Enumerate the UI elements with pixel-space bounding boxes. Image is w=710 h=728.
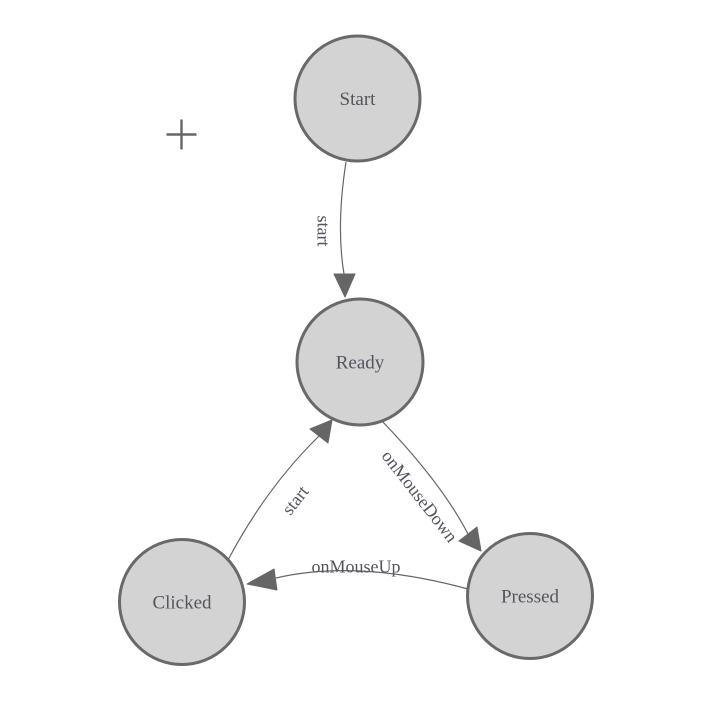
state-circle-start[interactable] <box>293 34 422 163</box>
arrowhead-into-pressed-top-left <box>458 526 482 552</box>
state-label-start: Start <box>340 89 377 110</box>
transition-clicked-to-ready: start <box>227 419 333 561</box>
transition-pressed-to-clicked-line[interactable] <box>275 570 469 590</box>
state-node-clicked[interactable]: Clicked <box>118 538 246 666</box>
transition-start-to-ready: start <box>314 161 356 298</box>
state-node-pressed[interactable]: Pressed <box>466 532 594 660</box>
transition-ready-to-pressed: onMouseDown <box>378 419 482 552</box>
transition-label-start-2: start <box>278 482 313 519</box>
transition-label-onmousedown: onMouseDown <box>378 446 462 546</box>
state-circle-ready[interactable] <box>295 297 425 427</box>
state-node-start[interactable]: Start <box>293 34 422 163</box>
transition-label-onmouseup: onMouseUp <box>312 556 401 576</box>
state-node-ready[interactable]: Ready <box>295 297 425 427</box>
state-label-clicked: Clicked <box>152 593 212 614</box>
transition-ready-to-pressed-line[interactable] <box>380 419 469 535</box>
state-label-ready: Ready <box>336 353 385 374</box>
state-circle-pressed[interactable] <box>466 532 594 660</box>
plus-crosshair-icon <box>166 119 197 150</box>
state-label-pressed: Pressed <box>501 587 560 608</box>
transition-pressed-to-clicked: onMouseUp <box>246 556 469 591</box>
arrowhead-into-ready-top <box>333 273 356 298</box>
transition-clicked-to-ready-line[interactable] <box>227 435 320 561</box>
arrowhead-into-clicked-right <box>246 568 278 591</box>
arrowhead-into-ready-bottom-left <box>309 419 333 444</box>
state-circle-clicked[interactable] <box>118 538 246 666</box>
transition-label-start: start <box>314 216 334 247</box>
transition-start-to-ready-line[interactable] <box>339 161 347 275</box>
